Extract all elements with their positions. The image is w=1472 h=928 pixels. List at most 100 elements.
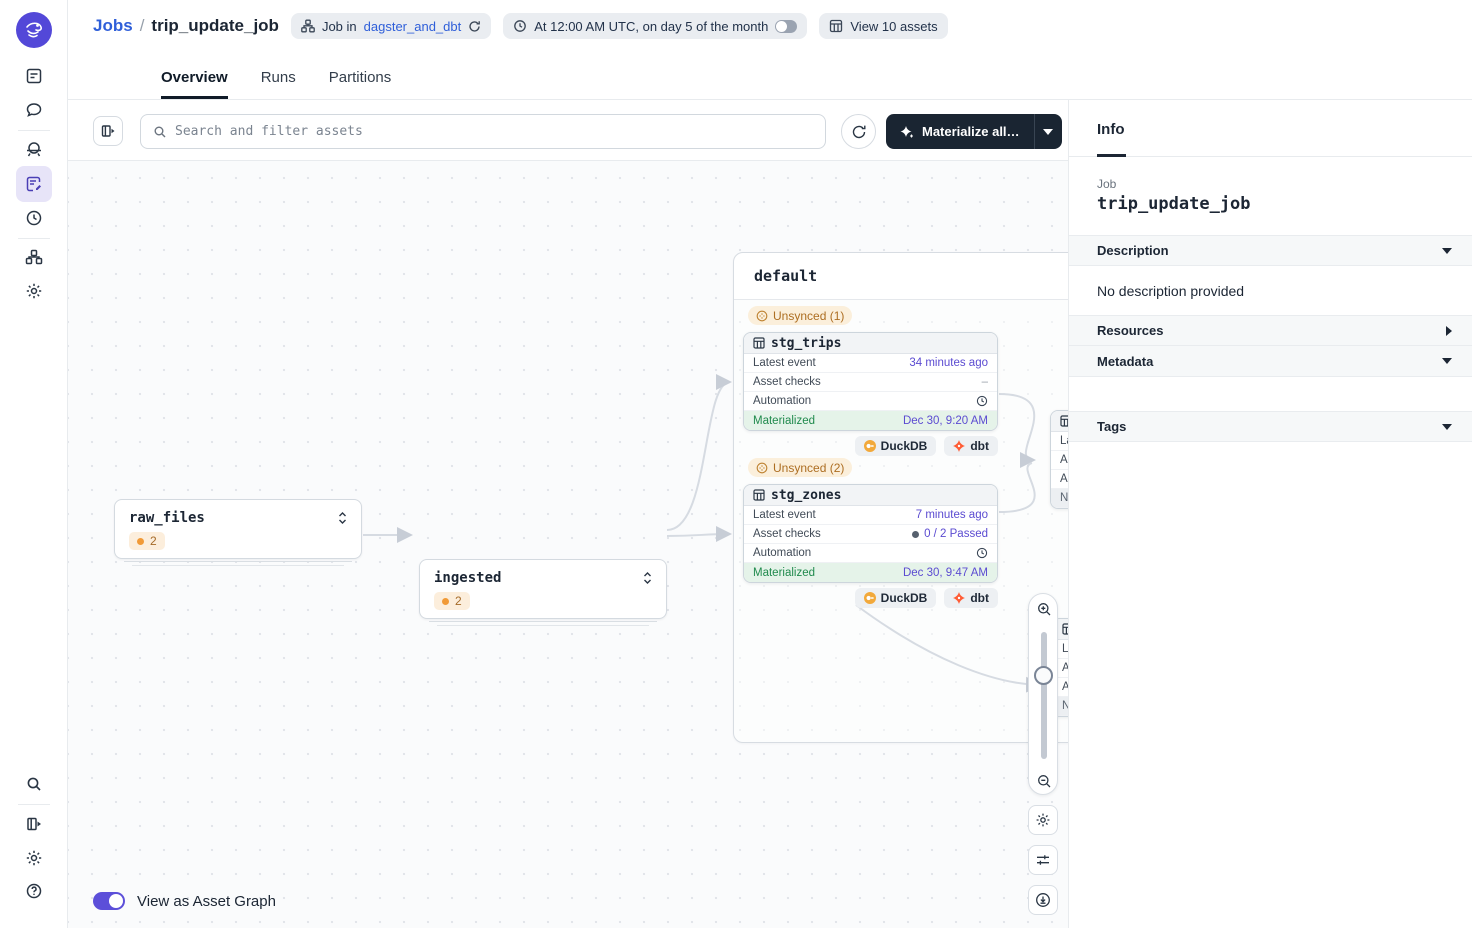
asset-node-stg-trips[interactable]: stg_trips Latest event 34 minutes ago As… <box>743 332 998 431</box>
asset-node-clipped-top[interactable]: Lat Ass Aut Nev <box>1050 410 1068 509</box>
chevron-down-icon <box>1043 128 1054 135</box>
tag-duckdb[interactable]: DuckDB <box>854 436 937 456</box>
zoom-slider-track[interactable] <box>1041 632 1047 759</box>
sidebar-item-docs[interactable] <box>16 58 52 94</box>
materialized-link[interactable]: Dec 30, 9:47 AM <box>902 566 988 579</box>
group-node-raw-files[interactable]: raw_files 2 <box>114 499 362 566</box>
sidebar-item-user-settings[interactable] <box>16 840 52 876</box>
zoom-slider-handle[interactable] <box>1034 666 1053 685</box>
sidebar-divider <box>18 804 50 805</box>
unsynced-badge-label: Unsynced (2) <box>773 460 845 475</box>
recenter-graph-button[interactable] <box>1028 885 1058 915</box>
unsynced-badge-label: Unsynced (1) <box>773 308 845 323</box>
asset-checks-row: Asset checks 0 / 2 Passed <box>744 525 997 544</box>
latest-event-row: Latest event 34 minutes ago <box>744 354 997 373</box>
expand-panel-icon <box>25 815 43 833</box>
document-icon <box>25 67 43 85</box>
tag-dbt[interactable]: dbt <box>944 588 998 608</box>
sidebar-item-settings[interactable] <box>16 273 52 309</box>
info-tab-indicator <box>1097 154 1126 157</box>
section-tags[interactable]: Tags <box>1069 411 1472 442</box>
group-node-title: ingested <box>434 570 502 586</box>
asset-tags-stg-zones: DuckDB dbt <box>743 588 998 608</box>
clock-icon <box>513 19 527 33</box>
search-input[interactable] <box>175 124 813 139</box>
materialize-all-button[interactable]: Materialize all… <box>886 114 1034 149</box>
page-header: Jobs / trip_update_job Job in dagster_an… <box>68 0 1472 100</box>
graph-filter-button[interactable] <box>1028 845 1058 875</box>
sidebar-item-expand-panel[interactable] <box>16 806 52 842</box>
expand-collapse-icon[interactable] <box>643 571 652 585</box>
download-circle-icon <box>1035 892 1051 908</box>
collapse-panel-button[interactable] <box>93 116 123 146</box>
group-node-ingested[interactable]: ingested 2 <box>419 559 667 626</box>
sidebar-item-catalog[interactable] <box>16 131 52 167</box>
section-description[interactable]: Description <box>1069 235 1472 266</box>
clipped-row: Nev <box>1051 489 1068 508</box>
help-icon <box>25 882 43 900</box>
latest-event-link[interactable]: 7 minutes ago <box>915 509 988 521</box>
chevron-right-icon <box>1446 325 1452 336</box>
latest-event-row: Latest event 7 minutes ago <box>744 506 997 525</box>
unsynced-badge-2[interactable]: Unsynced (2) <box>748 458 853 477</box>
asset-checks-link[interactable]: 0 / 2 Passed <box>924 528 988 540</box>
view-assets-badge[interactable]: View 10 assets <box>819 13 948 39</box>
graph-toolbar: Materialize all… <box>68 100 1068 161</box>
tab-overview[interactable]: Overview <box>161 69 228 99</box>
zoom-out-button[interactable] <box>1029 766 1059 796</box>
asset-count-badge: 2 <box>129 532 165 550</box>
refresh-icon <box>851 124 867 140</box>
tab-partitions[interactable]: Partitions <box>328 69 392 86</box>
tag-dbt[interactable]: dbt <box>944 436 998 456</box>
sidebar-item-deployment[interactable] <box>16 239 52 275</box>
asset-checks-row: Asset checks – <box>744 373 997 392</box>
sidebar-item-search[interactable] <box>16 766 52 802</box>
sidebar-item-chat[interactable] <box>16 92 52 128</box>
schedule-toggle[interactable] <box>775 19 798 33</box>
unsynced-badge-1[interactable]: Unsynced (1) <box>748 306 853 325</box>
zoom-in-button[interactable] <box>1029 594 1059 624</box>
description-body: No description provided <box>1069 266 1472 315</box>
gear-icon <box>1035 812 1051 828</box>
materialize-all-label: Materialize all… <box>922 124 1020 139</box>
view-assets-label: View 10 assets <box>850 18 938 34</box>
clipped-row: Ass <box>1051 451 1068 470</box>
sidebar-item-jobs[interactable] <box>15 166 52 202</box>
tab-runs[interactable]: Runs <box>260 69 296 86</box>
materialized-link[interactable]: Dec 30, 9:20 AM <box>902 414 988 427</box>
table-icon <box>753 337 765 349</box>
expand-collapse-icon[interactable] <box>338 511 347 525</box>
dagster-logo-icon <box>15 12 52 48</box>
info-tab[interactable]: Info <box>1097 121 1125 138</box>
materialize-options-button[interactable] <box>1033 114 1062 149</box>
code-location-link[interactable]: dagster_and_dbt <box>363 18 462 34</box>
dagster-logo[interactable] <box>15 12 52 48</box>
section-resources[interactable]: Resources <box>1069 315 1472 346</box>
graph-settings-button[interactable] <box>1028 805 1058 835</box>
sidebar-divider <box>18 238 50 239</box>
view-as-asset-graph-toggle[interactable] <box>93 892 125 910</box>
automation-row: Automation <box>744 392 997 411</box>
job-summary: Job trip_update_job <box>1069 157 1472 235</box>
job-in-label: Job in <box>321 18 357 34</box>
org-chart-icon <box>25 248 43 266</box>
asset-tags-stg-trips: DuckDB dbt <box>743 436 998 456</box>
section-label: Description <box>1097 243 1169 258</box>
schedule-badge[interactable]: At 12:00 AM UTC, on day 5 of the month <box>503 13 808 39</box>
left-sidebar <box>0 0 68 928</box>
latest-event-link[interactable]: 34 minutes ago <box>909 357 988 369</box>
section-metadata[interactable]: Metadata <box>1069 346 1472 377</box>
asset-node-stg-zones[interactable]: stg_zones Latest event 7 minutes ago Ass… <box>743 484 998 583</box>
sidebar-divider <box>18 130 50 131</box>
refresh-button[interactable] <box>841 114 876 149</box>
sidebar-item-schedules[interactable] <box>16 200 52 236</box>
sidebar-item-help[interactable] <box>16 873 52 909</box>
breadcrumb-jobs-link[interactable]: Jobs <box>93 16 133 35</box>
reload-icon[interactable] <box>468 20 481 33</box>
clipped-row: Ass <box>1053 659 1068 678</box>
status-dot <box>137 537 144 545</box>
asset-search <box>140 114 826 149</box>
section-label: Tags <box>1097 419 1127 434</box>
tag-duckdb[interactable]: DuckDB <box>854 588 937 608</box>
job-location-badge[interactable]: Job in dagster_and_dbt <box>290 13 492 39</box>
